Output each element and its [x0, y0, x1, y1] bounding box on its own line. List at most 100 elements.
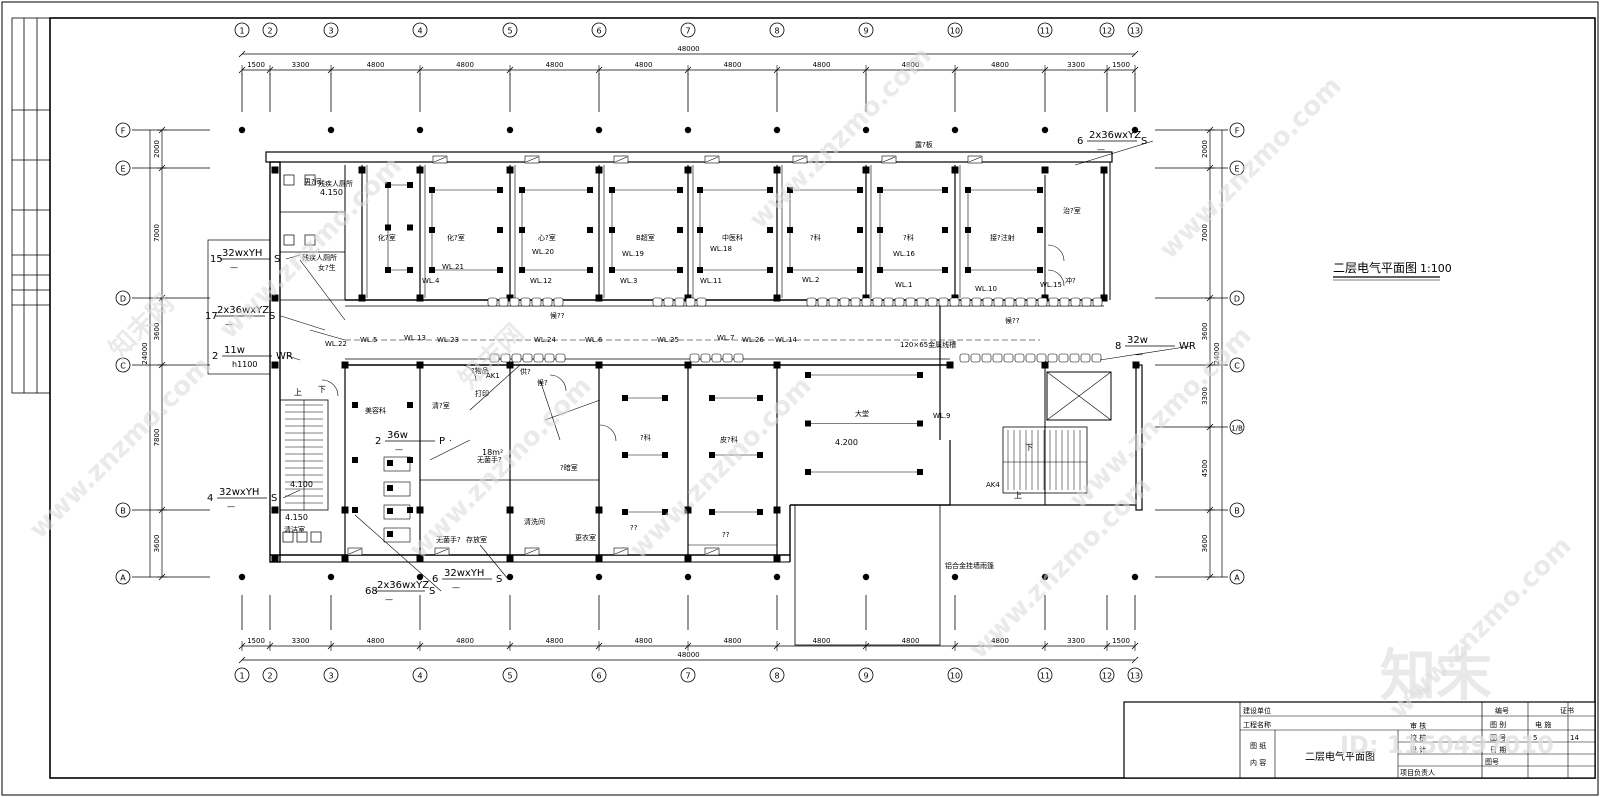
- ceiling-light: [352, 402, 358, 408]
- column-dot: [1041, 126, 1049, 134]
- tb-sheet-label: 图 号: [1490, 734, 1506, 742]
- top-dim-7: 4800: [813, 61, 831, 69]
- corridor-light: [1080, 353, 1091, 363]
- ceiling-light: [407, 267, 413, 273]
- door-swing: [1047, 244, 1065, 262]
- corridor-light: [806, 297, 817, 307]
- ceiling-light: [805, 372, 811, 378]
- callout-type: S: [269, 311, 275, 322]
- stair-down: 下: [318, 385, 326, 394]
- circuit-label: WL.5: [360, 336, 378, 344]
- ceiling-light: [677, 187, 683, 193]
- grid-bubble-right-A-label: A: [1234, 574, 1240, 583]
- ceiling-light: [352, 457, 358, 463]
- column-dot: [773, 573, 781, 581]
- structural-column: [862, 166, 870, 174]
- top-dim-2: 4800: [367, 61, 385, 69]
- ceiling-light: [757, 509, 763, 515]
- treatment-bed: [383, 527, 411, 543]
- grid-bubble-top-2-label: 2: [267, 27, 272, 36]
- column-dot: [416, 126, 424, 134]
- corridor-light: [711, 353, 722, 363]
- callout-sub: h1100: [232, 360, 257, 369]
- circuit-label: WL.15: [1040, 281, 1062, 289]
- corridor-light: [1004, 297, 1015, 307]
- structural-column: [341, 506, 349, 514]
- tb-audit-label: 审 核: [1410, 721, 1426, 730]
- drawing-frame: [49, 17, 1596, 779]
- grid-bubble-top-6-label: 6: [596, 27, 601, 36]
- circuit-label: WL.21: [442, 263, 464, 271]
- callout-spec: 36w: [387, 430, 408, 441]
- drawing-title-text: 二层电气平面图: [1333, 260, 1417, 275]
- ceiling-light: [767, 227, 773, 233]
- column-dot: [327, 126, 335, 134]
- callout-spec: 2x36wxYZ: [377, 580, 429, 591]
- structural-column: [773, 554, 781, 562]
- grid-bubble-bottom-2-label: 2: [267, 672, 272, 681]
- ceiling-light: [497, 187, 503, 193]
- corridor-light: [959, 353, 970, 363]
- grid-bubble-bottom-6-label: 6: [596, 672, 601, 681]
- grid-bubble-left-E-label: E: [120, 165, 125, 174]
- structural-column: [595, 361, 603, 369]
- callout-sub: —: [452, 583, 460, 592]
- grid-bubble-left-E: E: [115, 160, 131, 176]
- grid-bubble-left-B-label: B: [120, 507, 126, 516]
- callout-type: S: [271, 493, 277, 504]
- title-block: 建设单位工程名称图 纸内 容二层电气平面图审 核校 核设 计项目负责人编号图 别…: [1123, 701, 1596, 779]
- corridor-light: [927, 297, 938, 307]
- tb-project-label: 工程名称: [1243, 720, 1271, 729]
- column-dot: [951, 573, 959, 581]
- corridor-light: [883, 297, 894, 307]
- structural-column: [341, 361, 349, 369]
- ceiling-light: [519, 267, 525, 273]
- corridor-light: [733, 353, 744, 363]
- structural-column: [595, 506, 603, 514]
- watermark-6: www.znzmo.com: [624, 371, 818, 565]
- ceiling-light: [877, 227, 883, 233]
- corridor-light: [1092, 297, 1103, 307]
- sanitary-fixture: [304, 234, 316, 246]
- ceiling-light: [587, 187, 593, 193]
- level-mark-1: 4.150: [320, 188, 343, 197]
- corridor-light: [689, 353, 700, 363]
- circuit-label: WL.1: [895, 281, 913, 289]
- corridor-light: [1081, 297, 1092, 307]
- ceiling-light: [429, 267, 435, 273]
- circuit-label: WL.10: [975, 285, 997, 293]
- room-label-r23: ??: [630, 524, 638, 532]
- callout-type: S: [274, 254, 280, 265]
- grid-bubble-right-1-B-label: 1/B: [1231, 425, 1243, 433]
- grid-bubble-top-7-label: 7: [685, 27, 690, 36]
- column-dot: [684, 126, 692, 134]
- circuit-label: WL.9: [933, 412, 951, 420]
- wiring: [299, 259, 346, 321]
- ceiling-light: [857, 227, 863, 233]
- watermark-id: ID: 1150497010: [1340, 731, 1554, 759]
- ceiling-light: [497, 227, 503, 233]
- corridor-light: [498, 297, 509, 307]
- room-label-r29: 供?: [520, 367, 531, 376]
- ceiling-light: [1037, 227, 1043, 233]
- ceiling-light: [407, 402, 413, 408]
- grid-bubble-right-F: F: [1229, 122, 1245, 138]
- room-label-r35: 露?板: [915, 140, 933, 149]
- callout-count: 15: [210, 254, 223, 265]
- room-label-r15: 皮?科: [720, 435, 738, 444]
- structural-column: [506, 361, 514, 369]
- corridor-light: [938, 297, 949, 307]
- callout-sub: —: [1135, 350, 1143, 359]
- room-label-r18: 女?生: [318, 263, 336, 272]
- room-label-r7: ?科: [903, 233, 914, 242]
- callout-count: 2: [375, 436, 381, 447]
- circuit-label: WL.4: [422, 277, 440, 285]
- callout-count: 68: [365, 586, 378, 597]
- grid-bubble-top-3: 3: [323, 22, 339, 38]
- column-dot: [506, 573, 514, 581]
- level-mark-4: 4.100: [290, 480, 313, 489]
- grid-bubble-top-7: 7: [680, 22, 696, 38]
- ceiling-light: [857, 187, 863, 193]
